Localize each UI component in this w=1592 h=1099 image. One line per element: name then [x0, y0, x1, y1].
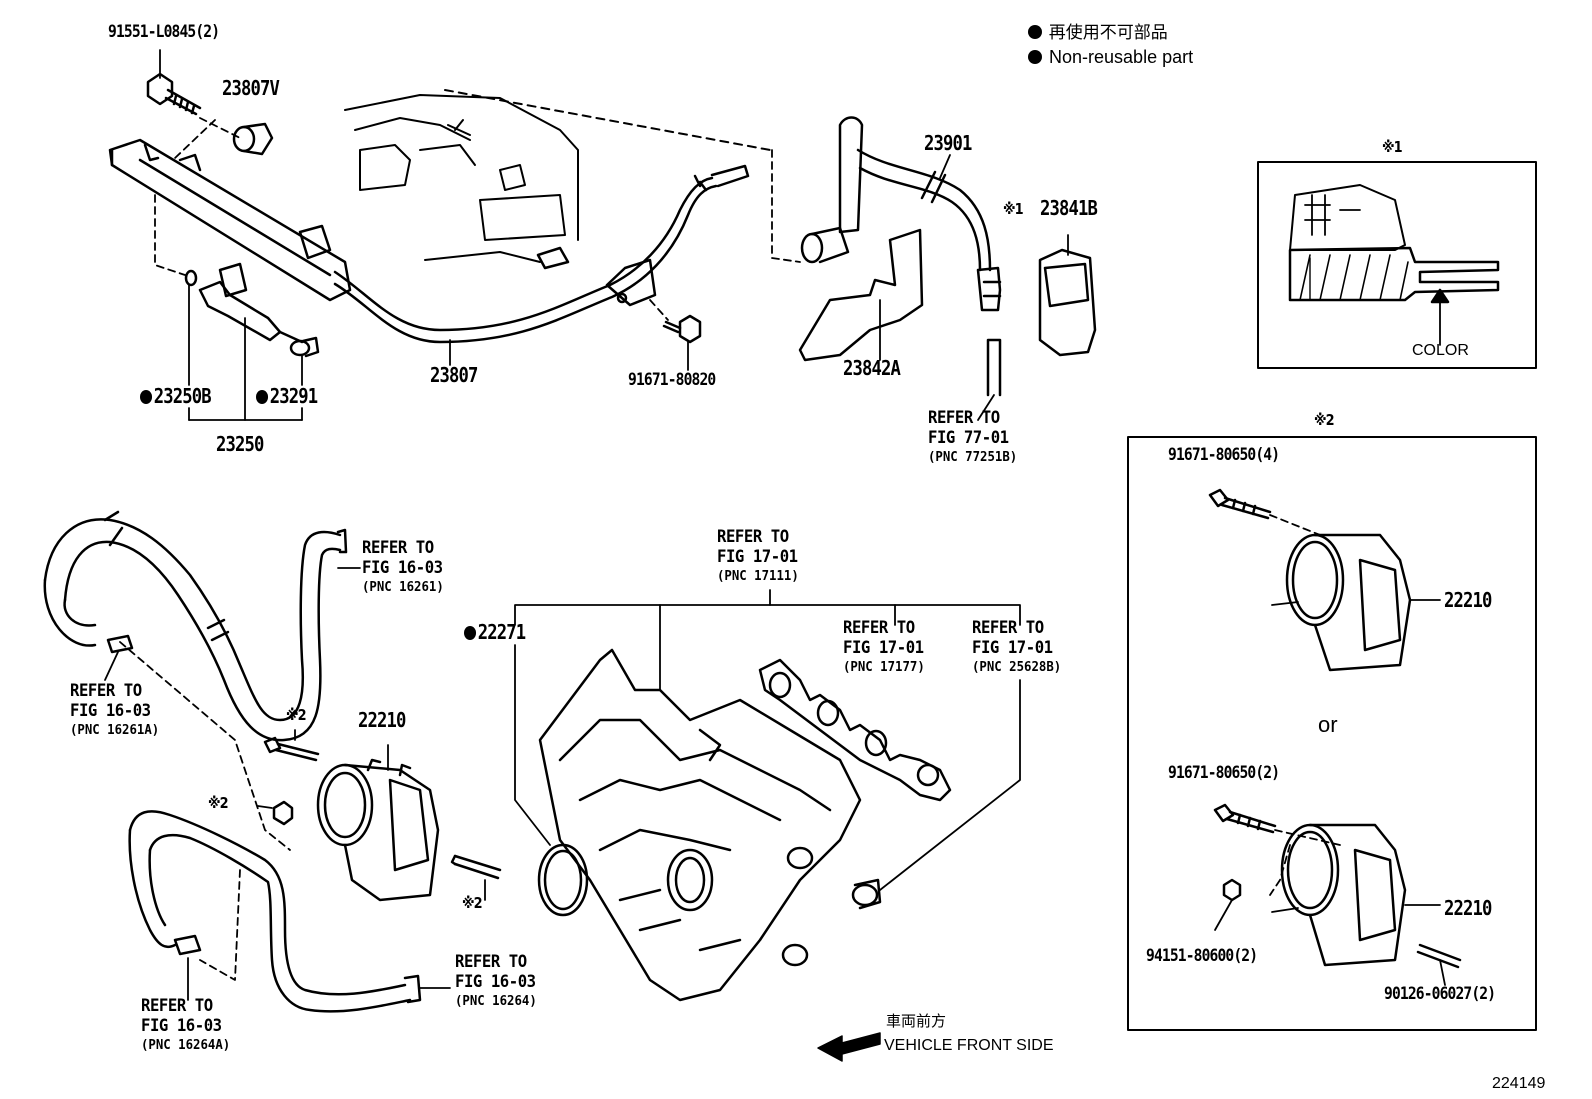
injector-23250-drawing [184, 262, 320, 358]
direction-jp: 車両前方 [886, 1013, 947, 1030]
throttle-body-main-drawing [316, 744, 440, 902]
detail-box-1 [1257, 161, 1537, 369]
ref-fig-16-03-16261A[interactable]: REFER TO FIG 16-03 (PNC 16261A) [70, 681, 164, 738]
ref-fig-16-03-16261[interactable]: REFER TO FIG 16-03 (PNC 16261) [362, 538, 450, 595]
ref-line-1: REFER TO [141, 996, 213, 1016]
ref-line-1: REFER TO [972, 618, 1044, 638]
vsv-23841B-drawing [1038, 234, 1097, 357]
bracket-23842A-drawing [798, 228, 924, 362]
ref-fig-17-01-17111[interactable]: REFER TO FIG 17-01 (PNC 17111) [717, 527, 805, 584]
ref-line-2: FIG 77-01 [928, 428, 1009, 448]
part-label-23807[interactable]: 23807 [430, 363, 478, 387]
ref-line-3: (PNC 17177) [843, 660, 925, 675]
part-label-22271[interactable]: 22271 [464, 620, 526, 644]
part-label-23291-text: 23291 [269, 384, 318, 408]
collar-23807V-drawing [232, 122, 274, 156]
hose-23901-drawing [771, 116, 1002, 421]
bolt-91671-80820-drawing [449, 299, 702, 371]
part-label-23841B-mark: ※1 [1003, 200, 1024, 218]
stud-bolt-b-drawing [450, 854, 502, 901]
engine-block-drawing [344, 89, 771, 263]
bullet-icon [1028, 25, 1042, 39]
ref-line-3: (PNC 17111) [717, 569, 799, 584]
ref-line-2: FIG 17-01 [972, 638, 1053, 658]
part-label-23807V[interactable]: 23807V [222, 76, 280, 100]
manifold-gasket-drawing [758, 658, 952, 802]
ref-fig-17-01-17177[interactable]: REFER TO FIG 17-01 (PNC 17177) [843, 618, 931, 675]
legend-jp: 再使用不可部品 [1028, 24, 1168, 41]
non-reusable-dot-icon [464, 626, 477, 640]
leader-lines-top-left [154, 49, 303, 421]
or-label: or [1318, 712, 1338, 737]
ref-fig-16-03-16264[interactable]: REFER TO FIG 16-03 (PNC 16264) [455, 952, 543, 1009]
ref-line-3: (PNC 16264) [455, 994, 537, 1009]
ref-line-2: FIG 16-03 [70, 701, 151, 721]
part-label-23250[interactable]: 23250 [216, 432, 264, 456]
ref-line-1: REFER TO [928, 408, 1000, 428]
gasket-22271-drawing [537, 843, 589, 917]
ref-line-1: REFER TO [455, 952, 527, 972]
ref-line-3: (PNC 16264A) [141, 1038, 231, 1053]
ref-fig-16-03-16264A[interactable]: REFER TO FIG 16-03 (PNC 16264A) [141, 996, 235, 1053]
gasket-ring-drawing [851, 878, 882, 910]
part-label-22210-b[interactable]: 22210 [1444, 896, 1492, 920]
part-label-23841B[interactable]: 23841B [1040, 196, 1098, 220]
figure-number: 224149 [1492, 1075, 1546, 1092]
fuel-delivery-pipe-drawing [108, 138, 352, 302]
water-hose-upper-drawing [43, 510, 361, 742]
ref-line-1: REFER TO [70, 681, 142, 701]
part-label-94151[interactable]: 94151-80600(2) [1146, 946, 1258, 966]
bolt-91551-drawing [146, 72, 202, 116]
water-hose-lower-drawing [119, 641, 451, 1013]
part-label-91671-80820[interactable]: 91671-80820 [628, 370, 716, 390]
part-label-22271-text: 22271 [477, 620, 526, 644]
part-label-23250B[interactable]: 23250B [140, 384, 212, 408]
detail1-title: ※1 [1382, 138, 1403, 156]
part-label-23901[interactable]: 23901 [924, 131, 972, 155]
ref-line-2: FIG 17-01 [843, 638, 924, 658]
part-label-90126[interactable]: 90126-06027(2) [1384, 984, 1496, 1004]
front-direction-arrow [817, 1032, 881, 1062]
detail1-color-label: COLOR [1412, 342, 1469, 359]
non-reusable-dot-icon [256, 390, 269, 404]
ref-line-2: FIG 16-03 [455, 972, 536, 992]
part-label-91671-80650-2[interactable]: 91671-80650(2) [1168, 763, 1280, 783]
part-label-23842A[interactable]: 23842A [843, 356, 901, 380]
manifold-bracket-lines [514, 589, 1021, 891]
stud-bolt-a-drawing [263, 729, 320, 762]
mark-2-c: ※2 [462, 894, 483, 912]
mark-2-a: ※2 [286, 706, 307, 724]
ref-line-2: FIG 16-03 [362, 558, 443, 578]
part-label-91551[interactable]: 91551-L0845(2) [108, 22, 220, 42]
legend-en: Non-reusable part [1028, 48, 1193, 66]
part-label-23250B-text: 23250B [153, 384, 212, 408]
part-label-22210-a[interactable]: 22210 [1444, 588, 1492, 612]
ref-line-3: (PNC 77251B) [928, 450, 1018, 465]
intake-manifold-drawing [538, 648, 862, 1002]
part-label-23291[interactable]: 23291 [256, 384, 318, 408]
ref-fig-17-01-25628B[interactable]: REFER TO FIG 17-01 (PNC 25628B) [972, 618, 1066, 675]
ref-line-2: FIG 17-01 [717, 547, 798, 567]
legend-jp-text: 再使用不可部品 [1048, 23, 1168, 42]
ref-fig-77-01[interactable]: REFER TO FIG 77-01 (PNC 77251B) [928, 408, 1022, 465]
non-reusable-dot-icon [140, 390, 153, 404]
ref-line-3: (PNC 16261) [362, 580, 444, 595]
ref-line-2: FIG 16-03 [141, 1016, 222, 1036]
detail-box-2 [1127, 436, 1537, 1031]
nut-a-drawing [257, 800, 294, 826]
part-label-22210-main[interactable]: 22210 [358, 708, 406, 732]
ref-line-1: REFER TO [843, 618, 915, 638]
part-label-91671-80650-4[interactable]: 91671-80650(4) [1168, 445, 1280, 465]
legend-en-text: Non-reusable part [1049, 47, 1194, 67]
direction-en: VEHICLE FRONT SIDE [884, 1037, 1054, 1054]
detail2-title: ※2 [1314, 411, 1335, 429]
ref-line-1: REFER TO [717, 527, 789, 547]
ref-line-3: (PNC 16261A) [70, 723, 160, 738]
fuel-pipe-23807-drawing [333, 164, 750, 344]
ref-line-1: REFER TO [362, 538, 434, 558]
ref-line-3: (PNC 25628B) [972, 660, 1062, 675]
bullet-icon [1028, 50, 1042, 64]
mark-2-b: ※2 [208, 794, 229, 812]
